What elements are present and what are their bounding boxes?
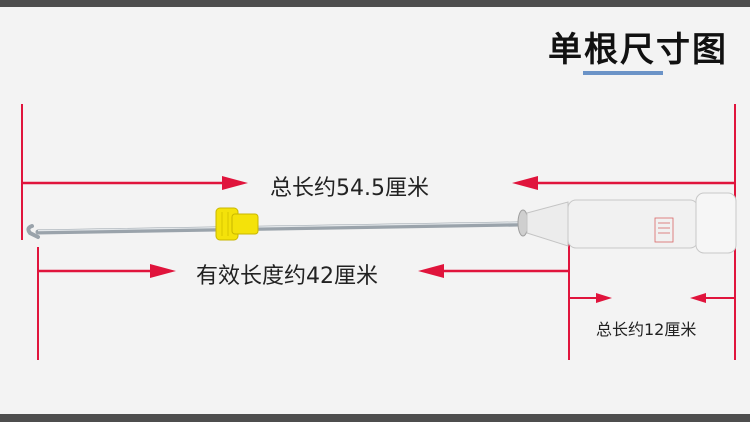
cylinder-label — [654, 217, 674, 243]
yellow-knob — [215, 207, 259, 241]
damper-end-cap — [695, 192, 737, 254]
page-title: 单根尺寸图 — [548, 30, 728, 70]
damper-cylinder — [517, 192, 737, 254]
handle-length-label: 总长约12厘米 — [596, 320, 697, 339]
effective-length-dimension — [38, 264, 569, 278]
rod-hook — [26, 224, 40, 239]
effective-length-label: 有效长度约42厘米 — [196, 264, 378, 289]
handle-length-dimension — [569, 293, 735, 303]
total-length-label: 总长约54.5厘米 — [270, 176, 429, 201]
metal-rod — [26, 221, 523, 239]
title-underline — [583, 71, 663, 75]
total-length-dimension — [22, 176, 735, 190]
